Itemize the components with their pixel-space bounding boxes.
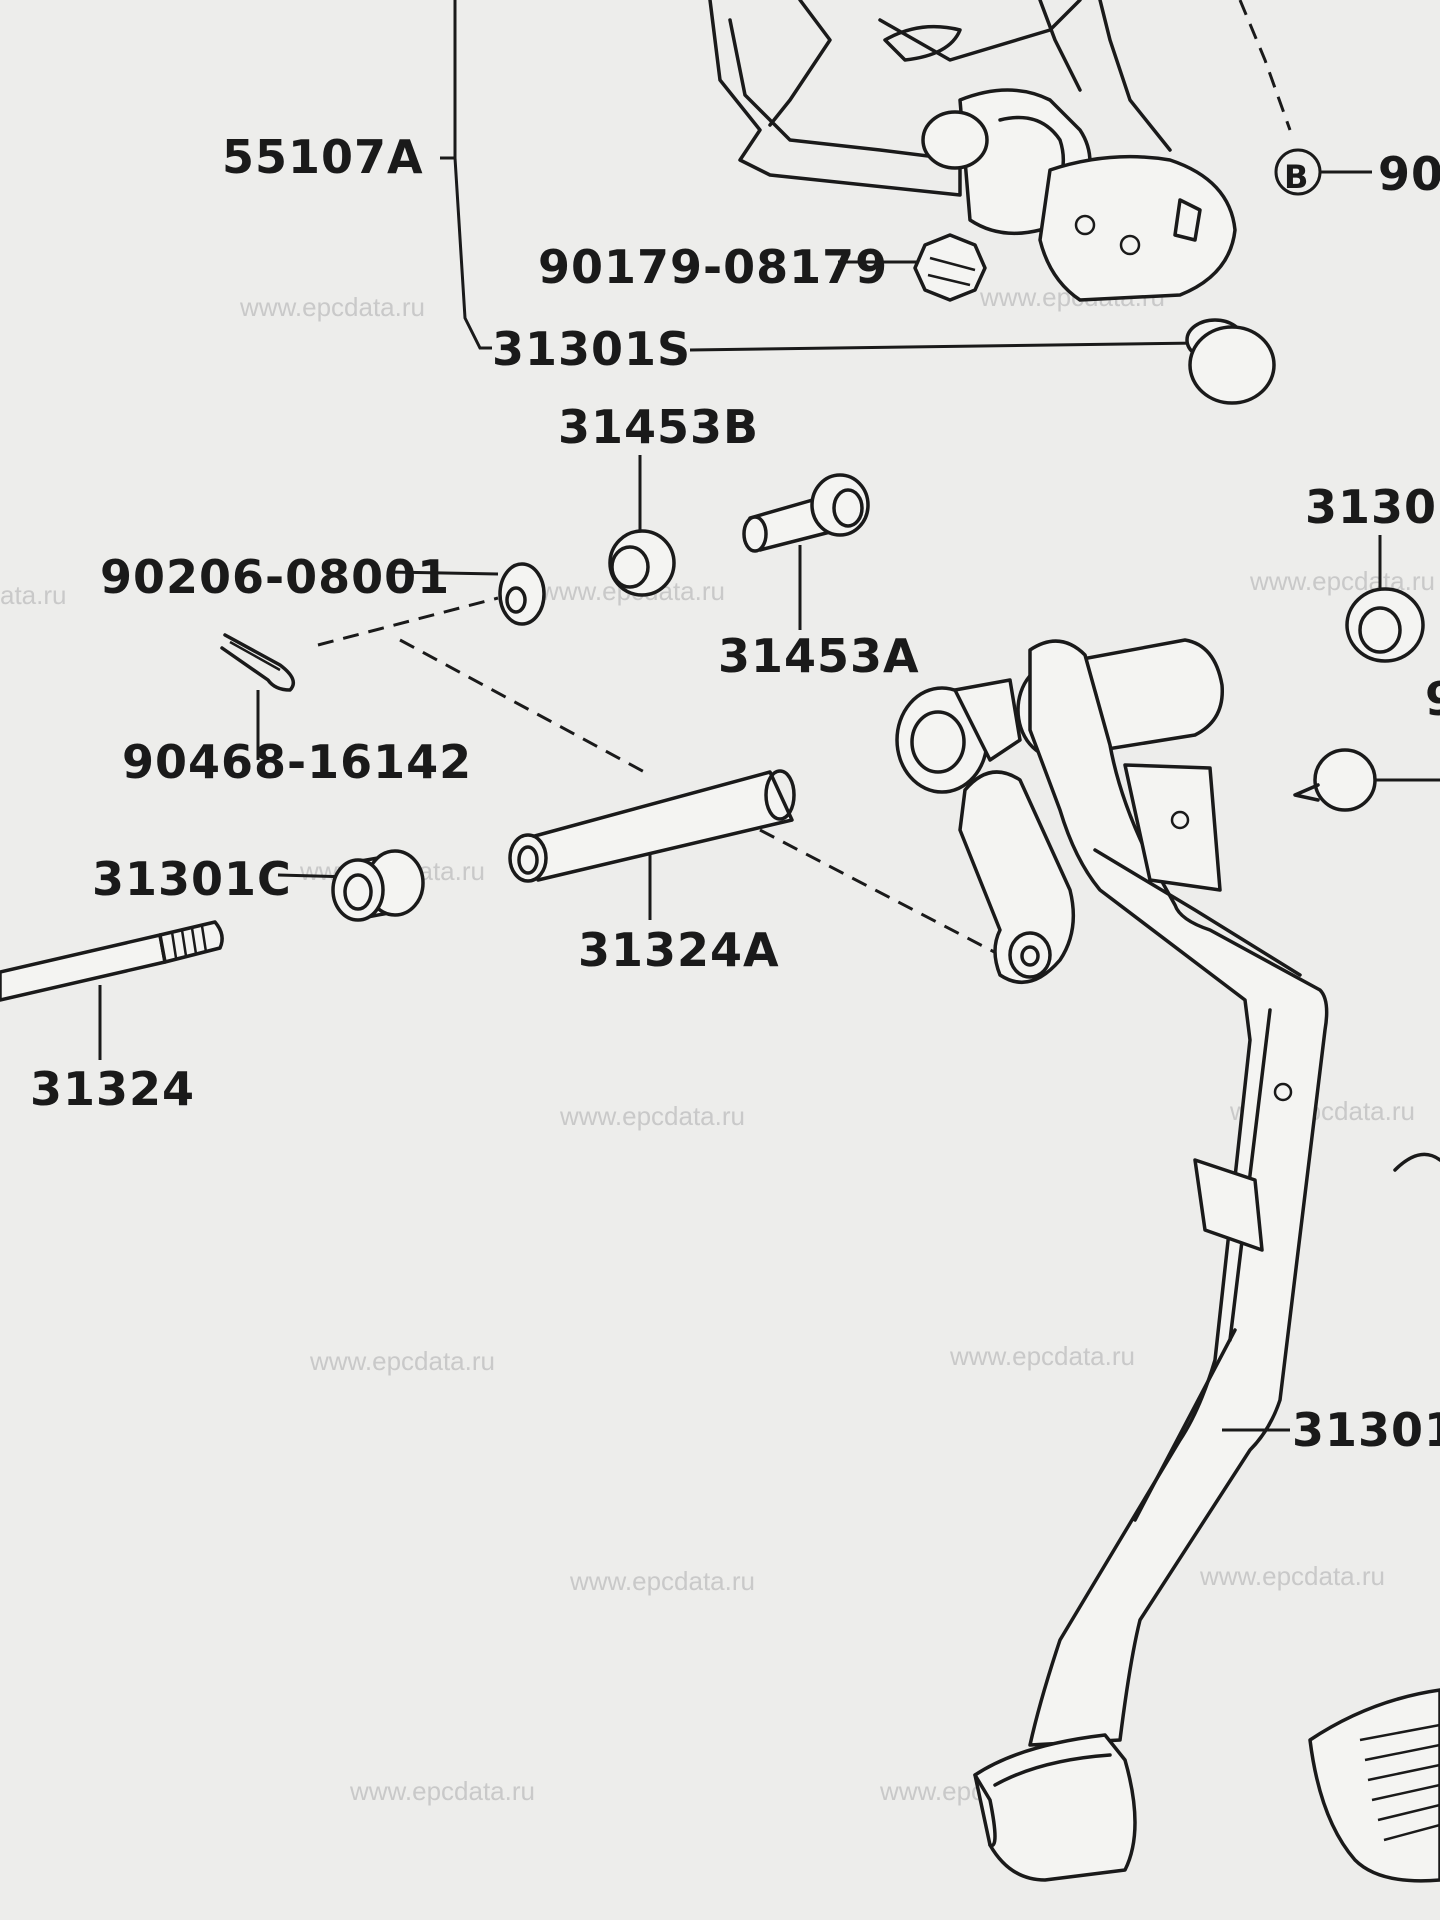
hook-right: [1393, 1152, 1440, 1172]
bushing-31453B: [608, 529, 676, 597]
bushing-31301C: [331, 849, 425, 922]
watermark: www.epcdata.ru: [1199, 1561, 1385, 1591]
assembly-dashed-line: [399, 638, 651, 777]
leader-31301S: [689, 341, 1201, 352]
assembly-dashed-line: [759, 828, 1001, 957]
pedal-arm-31301: [895, 638, 1329, 1882]
flange-nut: [913, 233, 987, 302]
label-90206-08001: 90206-08001: [100, 550, 450, 604]
label-31324A: 31324A: [578, 923, 780, 977]
stopper-cushion: [1185, 318, 1276, 405]
pedal-pad-right: [1308, 1688, 1440, 1883]
label-90468-16142: 90468-16142: [122, 735, 472, 789]
push-rod-31324: [0, 920, 224, 1002]
label-31453A: 31453A: [718, 629, 920, 683]
watermark: www.epcdata.ru: [239, 292, 425, 322]
pivot-pin-31324A: [508, 769, 796, 883]
label-55107A: 55107A: [222, 130, 424, 184]
watermark: www.epcdata.ru: [569, 1566, 755, 1596]
watermark: www.epcdata.ru: [1249, 566, 1435, 596]
edge-text-left: ata.ru: [0, 580, 67, 610]
ref-label-B: B: [1284, 158, 1309, 196]
cotter-pin: [220, 633, 296, 692]
watermark: www.epcdata.ru: [349, 1776, 535, 1806]
label-90179-08179: 90179-08179: [538, 240, 888, 294]
edge-label-right: 9: [1425, 672, 1440, 726]
label-31301: 31301: [1292, 1403, 1440, 1457]
clip-90206: [498, 562, 546, 626]
label-31453B: 31453B: [558, 400, 759, 454]
bushing-right: [1345, 587, 1425, 663]
clevis-pin-right: [1293, 748, 1440, 812]
label-31324: 31324: [30, 1062, 195, 1116]
assembly-dashed-line: [317, 596, 499, 647]
watermark: www.epcdata.ru: [949, 1341, 1135, 1371]
watermark: www.epcdata.ru: [559, 1101, 745, 1131]
label-3130-cut: 3130: [1305, 480, 1437, 534]
bracket-line-55107A: [440, 0, 492, 350]
bracket-assembly: [708, 0, 1292, 302]
label-90-cut: 90: [1378, 147, 1440, 201]
label-31301C: 31301C: [92, 852, 292, 906]
watermark: www.epcdata.ru: [309, 1346, 495, 1376]
collar-31453A: [742, 473, 870, 553]
label-31301S: 31301S: [492, 322, 691, 376]
